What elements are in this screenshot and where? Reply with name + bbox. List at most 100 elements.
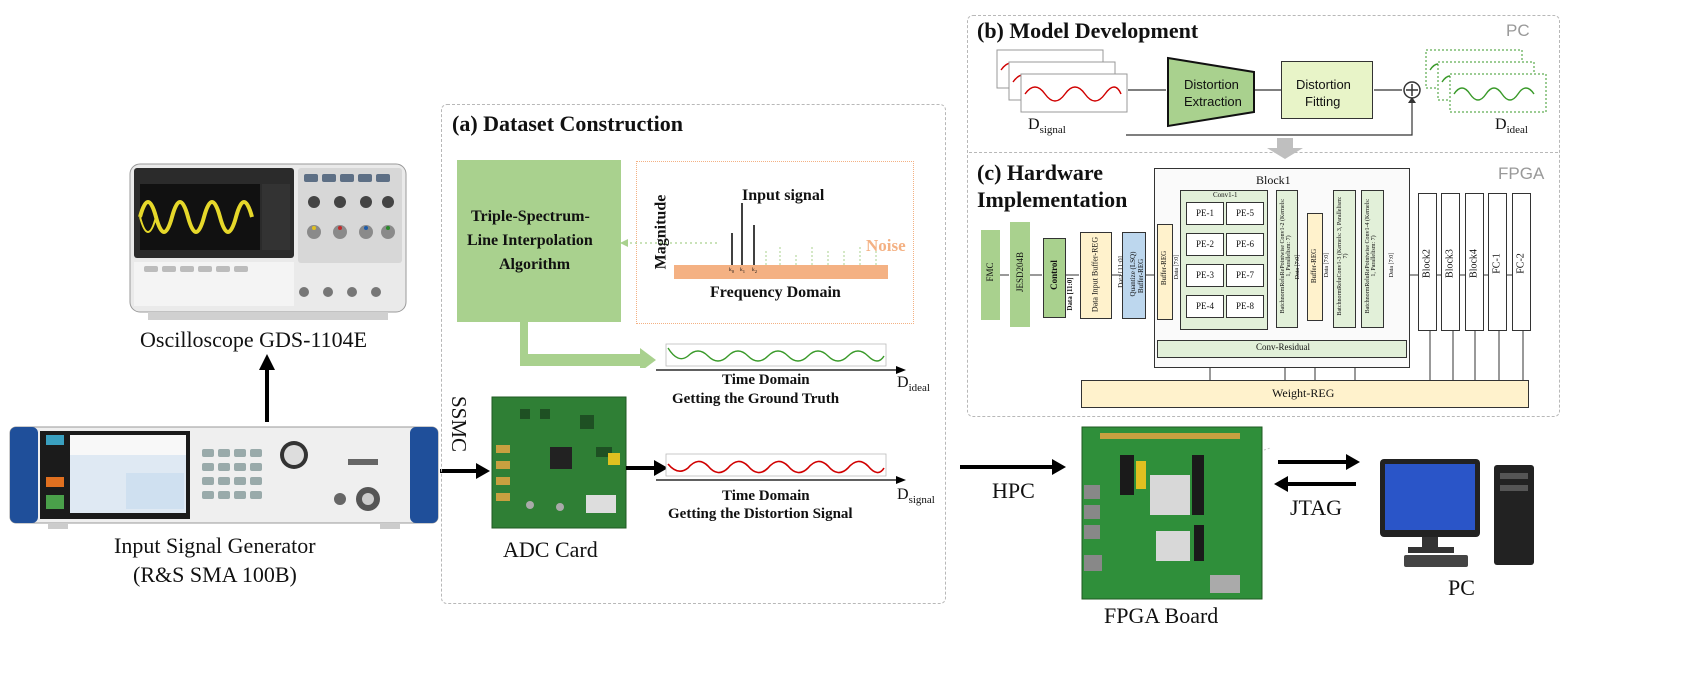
k2-label: k2	[752, 267, 758, 275]
hpc-arrow	[960, 459, 1066, 475]
conv-residual-block	[1157, 340, 1407, 358]
data-input-label: Data Input Buffer-REG	[1090, 236, 1100, 313]
distortion-signal-plot	[656, 453, 906, 484]
block2	[1418, 193, 1437, 331]
algorithm-line3: Algorithm	[499, 256, 571, 273]
distortion-fitting-block	[1281, 61, 1373, 119]
fmc-block	[981, 230, 1000, 320]
block4	[1465, 193, 1484, 331]
pe-8: PE-8	[1226, 295, 1264, 318]
model-to-hardware-arrow	[1267, 138, 1303, 159]
d-signal-sub-b: signal	[1039, 124, 1066, 137]
block3	[1441, 193, 1460, 331]
control-block	[1043, 238, 1066, 318]
k2-text: k	[752, 267, 755, 273]
d-signal-sub-a: signal	[908, 494, 935, 507]
algorithm-box	[457, 160, 621, 322]
fc2-label: FC-2	[1515, 253, 1527, 274]
hardware-title-line2: Implementation	[977, 187, 1128, 212]
buffer-reg2-label: Buffer-REG	[1160, 250, 1168, 286]
hpc-label: HPC	[992, 478, 1035, 503]
jesd-label: JESD204B	[1015, 252, 1025, 293]
data-7-0-c-label: Data [7:0]	[1324, 252, 1330, 278]
generator-label-line2: (R&S SMA 100B)	[133, 562, 297, 587]
bn-conv13-label: BatchnormReluConv1-3 (Kernels: 3, Parall…	[1337, 196, 1349, 316]
ideal-signal-plot	[656, 343, 906, 374]
data-7-0-d-label: Data [7:0]	[1389, 252, 1395, 278]
d-ideal-sub-b: ideal	[1506, 124, 1528, 137]
buffer-reg1-label: Buffer-REG	[1137, 258, 1145, 294]
k0-text: k	[729, 267, 732, 273]
model-pc-tag: PC	[1506, 21, 1530, 40]
fmc-label: FMC	[985, 262, 995, 282]
weight-reg-block	[1081, 380, 1529, 408]
dataset-title: (a) Dataset Construction	[452, 111, 683, 136]
data-7-0-b-label: Data [7:0]	[1295, 254, 1301, 280]
pe-4: PE-4	[1186, 295, 1224, 318]
algorithm-line2: Line Interpolation	[467, 232, 593, 249]
control-label: Control	[1049, 260, 1059, 290]
time-domain-1-label: Time Domain	[722, 372, 810, 388]
bn-conv13-block	[1333, 190, 1356, 328]
block4-label: Block4	[1468, 249, 1480, 278]
jesd-block	[1010, 222, 1030, 327]
data-input-buffer-block	[1080, 232, 1112, 319]
algorithm-to-ideal-arrow	[520, 320, 656, 368]
fc2	[1512, 193, 1531, 331]
pe-2: PE-2	[1186, 233, 1224, 256]
quantize-block	[1122, 232, 1146, 319]
arrow-gen-to-scope	[259, 354, 275, 422]
generator-label-line1: Input Signal Generator	[114, 533, 316, 558]
model-hardware-panel	[967, 15, 1560, 417]
arrow-adc-to-signal	[626, 460, 668, 476]
block1-label: Block1	[1256, 173, 1291, 187]
model-flow-lines	[1126, 81, 1421, 136]
model-distortion-signals	[996, 49, 1128, 113]
frequency-domain-label: Frequency Domain	[710, 284, 841, 301]
jtag-label: JTAG	[1290, 495, 1343, 520]
adc-label: ADC Card	[503, 537, 598, 562]
k0-label: k0	[729, 267, 735, 275]
block2-label: Block2	[1421, 249, 1433, 278]
dataset-panel	[441, 104, 946, 604]
fpga-board	[1080, 425, 1264, 601]
d-signal-label-b: Dsignal	[1028, 116, 1066, 136]
buffer-reg3-label: Buffer-REG	[1310, 248, 1318, 284]
d-ideal-main-a: D	[897, 374, 909, 391]
k1-label: k1	[740, 267, 746, 275]
d-ideal-sub-a: ideal	[908, 382, 930, 395]
pe-1: PE-1	[1186, 202, 1224, 225]
distortion-signal-label: Getting the Distortion Signal	[668, 506, 853, 522]
buffer-reg2-block	[1157, 224, 1173, 320]
pe-5: PE-5	[1226, 202, 1264, 225]
pe-3: PE-3	[1186, 264, 1224, 287]
oscilloscope-device	[128, 162, 410, 322]
oscilloscope-label: Oscilloscope GDS-1104E	[140, 327, 368, 352]
fpga-zoom-lines	[1080, 447, 1270, 451]
fitting-line1: Distortion	[1296, 77, 1351, 92]
data-11-0-label: Data [11:0]	[1066, 277, 1074, 311]
ssmc-text: SSMC	[447, 396, 471, 453]
spectrum-plot	[620, 203, 888, 279]
ssmc-label: SSMC	[446, 396, 471, 452]
conv1-label: Conv1-1	[1213, 191, 1238, 199]
adc-card	[490, 395, 628, 530]
signal-generator-device	[8, 425, 440, 530]
noise-label: Noise	[866, 236, 906, 255]
buffer-reg3-block	[1307, 213, 1323, 321]
model-title: (b) Model Development	[977, 18, 1199, 43]
arrow-gen-to-adc	[440, 463, 490, 479]
pe-6: PE-6	[1226, 233, 1264, 256]
bn-conv12-block	[1276, 190, 1298, 328]
panel-divider	[969, 152, 1558, 153]
weight-reg-label: Weight-REG	[1272, 386, 1335, 400]
time-domain-2-label: Time Domain	[722, 488, 810, 504]
fpga-tag: FPGA	[1498, 164, 1545, 183]
algorithm-line1: Triple-Spectrum-	[471, 208, 590, 225]
d-signal-main-a: D	[897, 486, 909, 503]
bn-conv14-block	[1361, 190, 1384, 328]
conv-residual-label: Conv-Residual	[1256, 342, 1310, 352]
extraction-line1: Distortion	[1184, 77, 1239, 92]
fc1-label: FC-1	[1491, 253, 1503, 274]
pc-device	[1378, 457, 1538, 572]
